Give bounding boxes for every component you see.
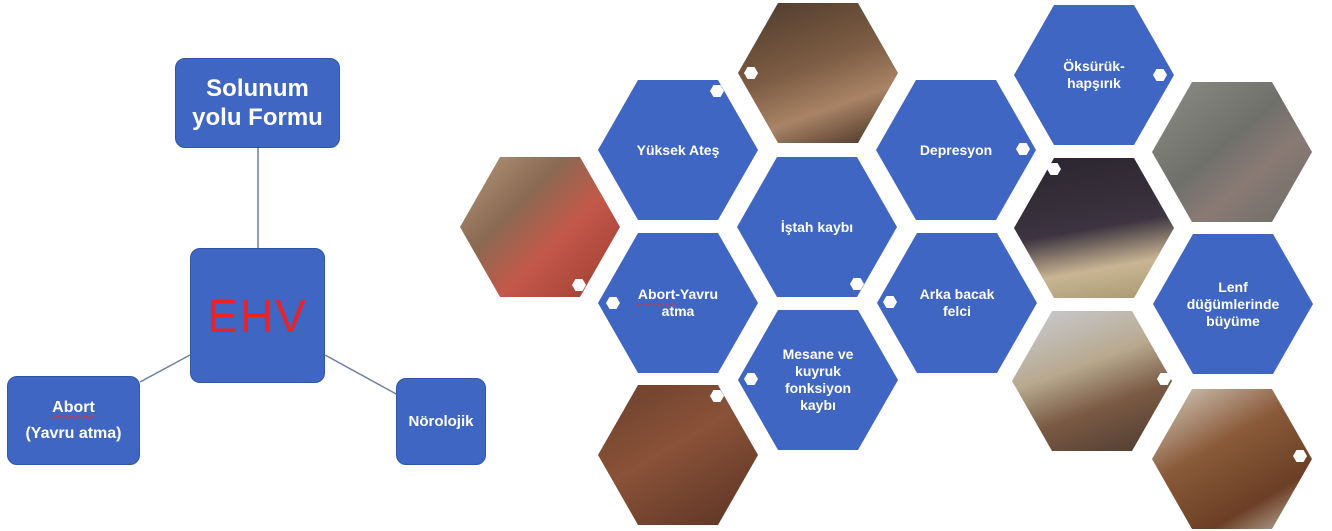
hex-depresyon: Depresyon [876, 80, 1036, 220]
left-box-abort: Abort (Yavru atma) [7, 376, 140, 465]
hex-lenf-line2: düğümlerinde [1186, 295, 1280, 312]
hex-yuksek-ates: Yüksek Ateş [598, 80, 758, 220]
marker-hex-icon [1157, 373, 1171, 385]
hex-arka-bacak: Arka bacak felci [877, 233, 1037, 373]
top-box-line1: Solunum [206, 75, 309, 102]
marker-hex-icon [710, 85, 724, 97]
hex-arka-line1: Arka bacak [919, 286, 995, 302]
hex-yuksek-ates-label: Yüksek Ateş [636, 141, 720, 158]
top-box-line2: yolu Formu [192, 104, 323, 131]
hex-abort-word: Abort [637, 286, 676, 302]
hex-mesane-line2: kuyruk [795, 363, 841, 379]
line-left [139, 354, 191, 383]
top-box-solunum: Solunum yolu Formu [175, 58, 340, 148]
center-box-ehv: EHV [190, 248, 325, 383]
right-box-norolojik: Nörolojik [396, 378, 486, 465]
left-box-line2: (Yavru atma) [25, 424, 122, 442]
hex-oksuruk-line1: Öksürük- [1063, 58, 1125, 74]
hex-abort-line2: atma [661, 303, 695, 319]
left-box-line1: Abort [52, 398, 95, 416]
hex-arka-line2: felci [942, 303, 971, 319]
hex-abort-yavru-atma: Abort-Yavru atma [598, 233, 758, 373]
hex-abort-yavru: -Yavru [675, 286, 719, 302]
marker-hex-icon [744, 67, 758, 79]
marker-hex-icon [744, 373, 758, 385]
hex-mesane-line4: kaybı [800, 397, 836, 413]
marker-hex-icon [1163, 354, 1177, 366]
hex-mesane: Mesane ve kuyruk fonksiyon kaybı [738, 310, 898, 450]
marker-hex-icon [710, 390, 724, 402]
hex-lenf-line1: Lenf [1218, 278, 1248, 295]
right-box-label: Nörolojik [408, 413, 474, 430]
hex-abort-line1: Abort-Yavru [638, 286, 718, 303]
hex-mesane-line3: fonksiyon [784, 380, 852, 396]
marker-hex-icon [1288, 90, 1302, 102]
center-label: EHV [207, 289, 308, 342]
line-right [324, 354, 399, 396]
marker-hex-icon [850, 278, 864, 290]
hex-istah-label: İştah kaybı [780, 218, 854, 235]
hex-mesane-line1: Mesane ve [782, 346, 854, 362]
marker-hex-icon [883, 296, 897, 308]
marker-hex-icon [1293, 450, 1307, 462]
marker-hex-icon [572, 279, 586, 291]
hex-depresyon-label: Depresyon [919, 141, 993, 158]
marker-hex-icon [606, 297, 620, 309]
hex-istah-kaybi: İştah kaybı [737, 157, 897, 297]
marker-hex-icon [1047, 163, 1061, 175]
photo-hex-horse-stall [738, 3, 898, 143]
marker-hex-icon [1153, 69, 1167, 81]
hex-oksuruk-line2: hapşırık [1067, 75, 1121, 91]
marker-hex-icon [1016, 143, 1030, 155]
hex-lenf-line3: büyüme [1206, 312, 1260, 329]
photo-hex-horse-body [598, 385, 758, 525]
